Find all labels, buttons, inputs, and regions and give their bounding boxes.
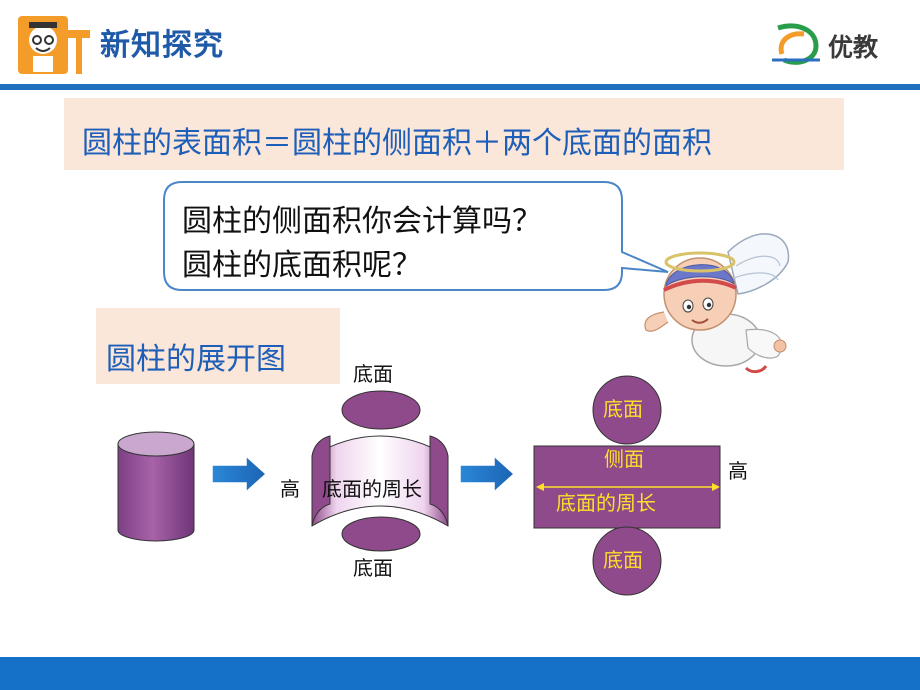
arrow-right-icon [211,454,268,494]
bubble-question-1: 圆柱的侧面积你会计算吗？ [182,204,542,239]
net-label-highlight [96,308,340,384]
cylinder-solid [117,431,195,542]
header-divider [0,84,920,90]
net-label-bottom-base: 底面 [603,548,643,572]
arrow-right-icon [459,454,516,494]
label-circumference: 底面的周长 [322,477,422,501]
label-height: 高 [280,477,300,501]
footer-bar [0,657,920,690]
net-label-height: 高 [728,459,748,483]
surface-area-formula: 圆柱的表面积＝圆柱的侧面积＋两个底面的面积 [82,126,712,161]
net-label-side: 侧面 [604,447,644,471]
bubble-question-2: 圆柱的底面积呢？ [182,248,422,283]
formula-highlight [64,98,844,170]
unrolled-cylinder [311,390,449,552]
brand-name: 优教 [828,33,879,62]
net-diagram-title: 圆柱的展开图 [106,342,286,377]
brand-logo-icon [772,23,820,65]
page-title: 新知探究 [100,28,224,63]
label-bottom-base: 底面 [353,556,393,580]
angel-character-icon [644,233,790,374]
net-label-circumference: 底面的周长 [556,491,656,515]
label-top-base: 底面 [353,362,393,386]
cylinder-net [533,375,721,596]
mascot-logo-icon [18,16,90,74]
net-label-top-base: 底面 [603,397,643,421]
